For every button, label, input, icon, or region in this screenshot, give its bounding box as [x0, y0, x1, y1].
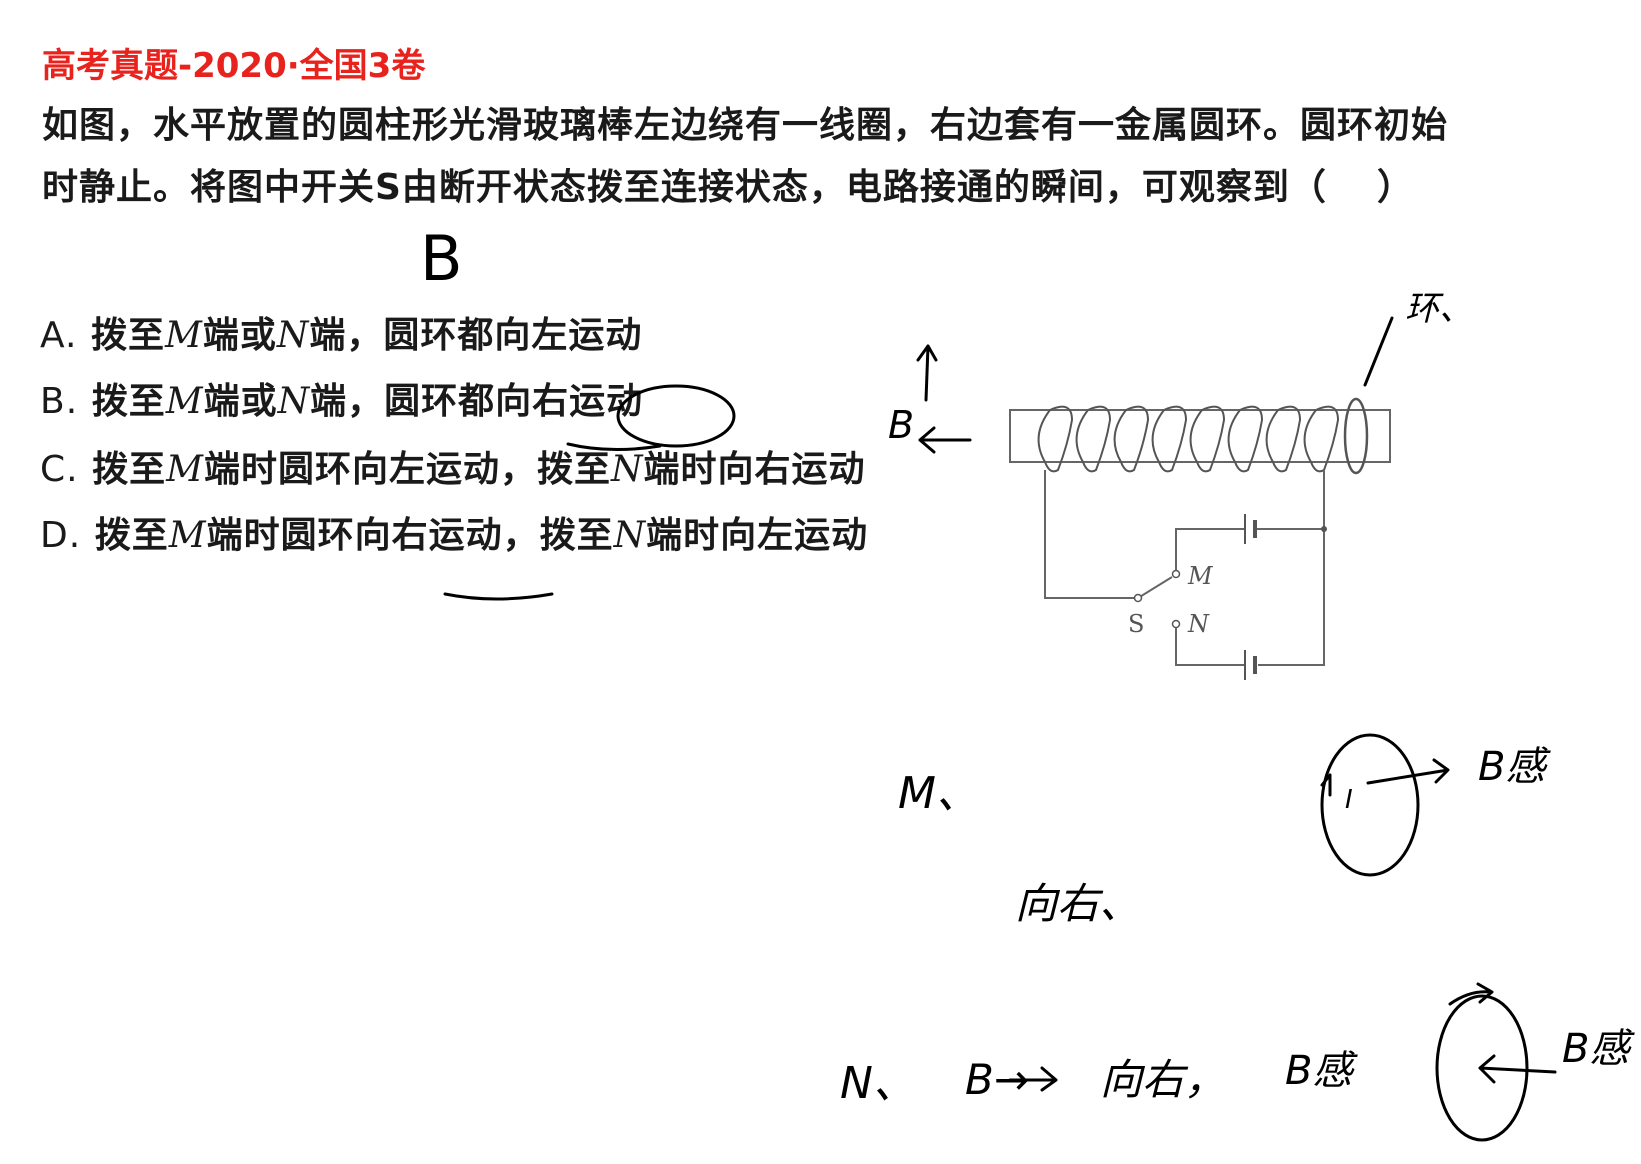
underline-option-d — [443, 592, 554, 601]
option-a: A. 拨至M端或N端，圆环都向左运动 — [40, 315, 643, 356]
page-title: 高考真题-2020·全国3卷 — [42, 46, 426, 86]
switch-label: S — [1128, 610, 1144, 638]
ring-direction-n: 向右， — [1100, 1055, 1226, 1104]
circuit-wires — [1044, 470, 1325, 666]
ring-sketch-m — [1320, 733, 1420, 877]
current-label: I — [1345, 785, 1353, 815]
glass-rod — [1009, 409, 1391, 463]
arrow-left-icon-n — [1478, 1054, 1557, 1084]
metal-ring — [1343, 397, 1369, 475]
field-direction-n: B→ — [965, 1055, 1029, 1104]
question-stem: 如图，水平放置的圆柱形光滑玻璃棒左边绕有一线圈，右边套有一金属圆环。圆环初始时静… — [42, 95, 1462, 219]
ring-sketch-n — [1435, 994, 1529, 1142]
induced-field-n: B感 — [1285, 1048, 1358, 1094]
arrow-right-icon — [1366, 758, 1450, 785]
arrow-up-icon — [916, 344, 938, 402]
answer-mark: B — [420, 222, 463, 295]
terminal-m-label: M — [1187, 562, 1214, 590]
battery-top — [1244, 514, 1257, 544]
current-arrow-icon — [1320, 773, 1332, 797]
terminal-m-dot — [1171, 569, 1181, 579]
battery-bottom — [1244, 650, 1257, 680]
arrow-right-icon-n — [1008, 1066, 1058, 1092]
circle-mark-option-b — [616, 384, 736, 448]
ring-pointer-line — [1363, 316, 1394, 387]
terminal-n-label: N — [1187, 610, 1210, 638]
ring-direction-m: 向右、 — [1015, 879, 1141, 928]
terminal-n-dot — [1171, 619, 1181, 629]
underline-option-b — [566, 442, 662, 452]
induced-field-n-ring: B感 — [1562, 1026, 1635, 1072]
junction-dot — [1321, 526, 1327, 532]
ring-label: 环、 — [1405, 289, 1473, 329]
field-label: B — [888, 403, 914, 447]
arrow-left-icon — [918, 426, 972, 454]
option-c: C. 拨至M端时圆环向左运动，拨至N端时向右运动 — [40, 449, 866, 490]
option-d: D. 拨至M端时圆环向右运动，拨至N端时向左运动 — [40, 515, 869, 556]
ring-arrow-icon — [1448, 982, 1494, 1006]
switch-pivot — [1133, 593, 1143, 603]
question-close: ） — [1376, 167, 1414, 208]
induced-field-m: B感 — [1478, 744, 1551, 790]
question-text: 如图，水平放置的圆柱形光滑玻璃棒左边绕有一线圈，右边套有一金属圆环。圆环初始时静… — [42, 105, 1449, 208]
option-b: B. 拨至M端或N端，圆环都向右运动 — [40, 381, 644, 422]
case-m-label: M、 — [898, 768, 980, 819]
case-n-label: N、 — [840, 1058, 917, 1109]
coil — [1037, 405, 1340, 473]
